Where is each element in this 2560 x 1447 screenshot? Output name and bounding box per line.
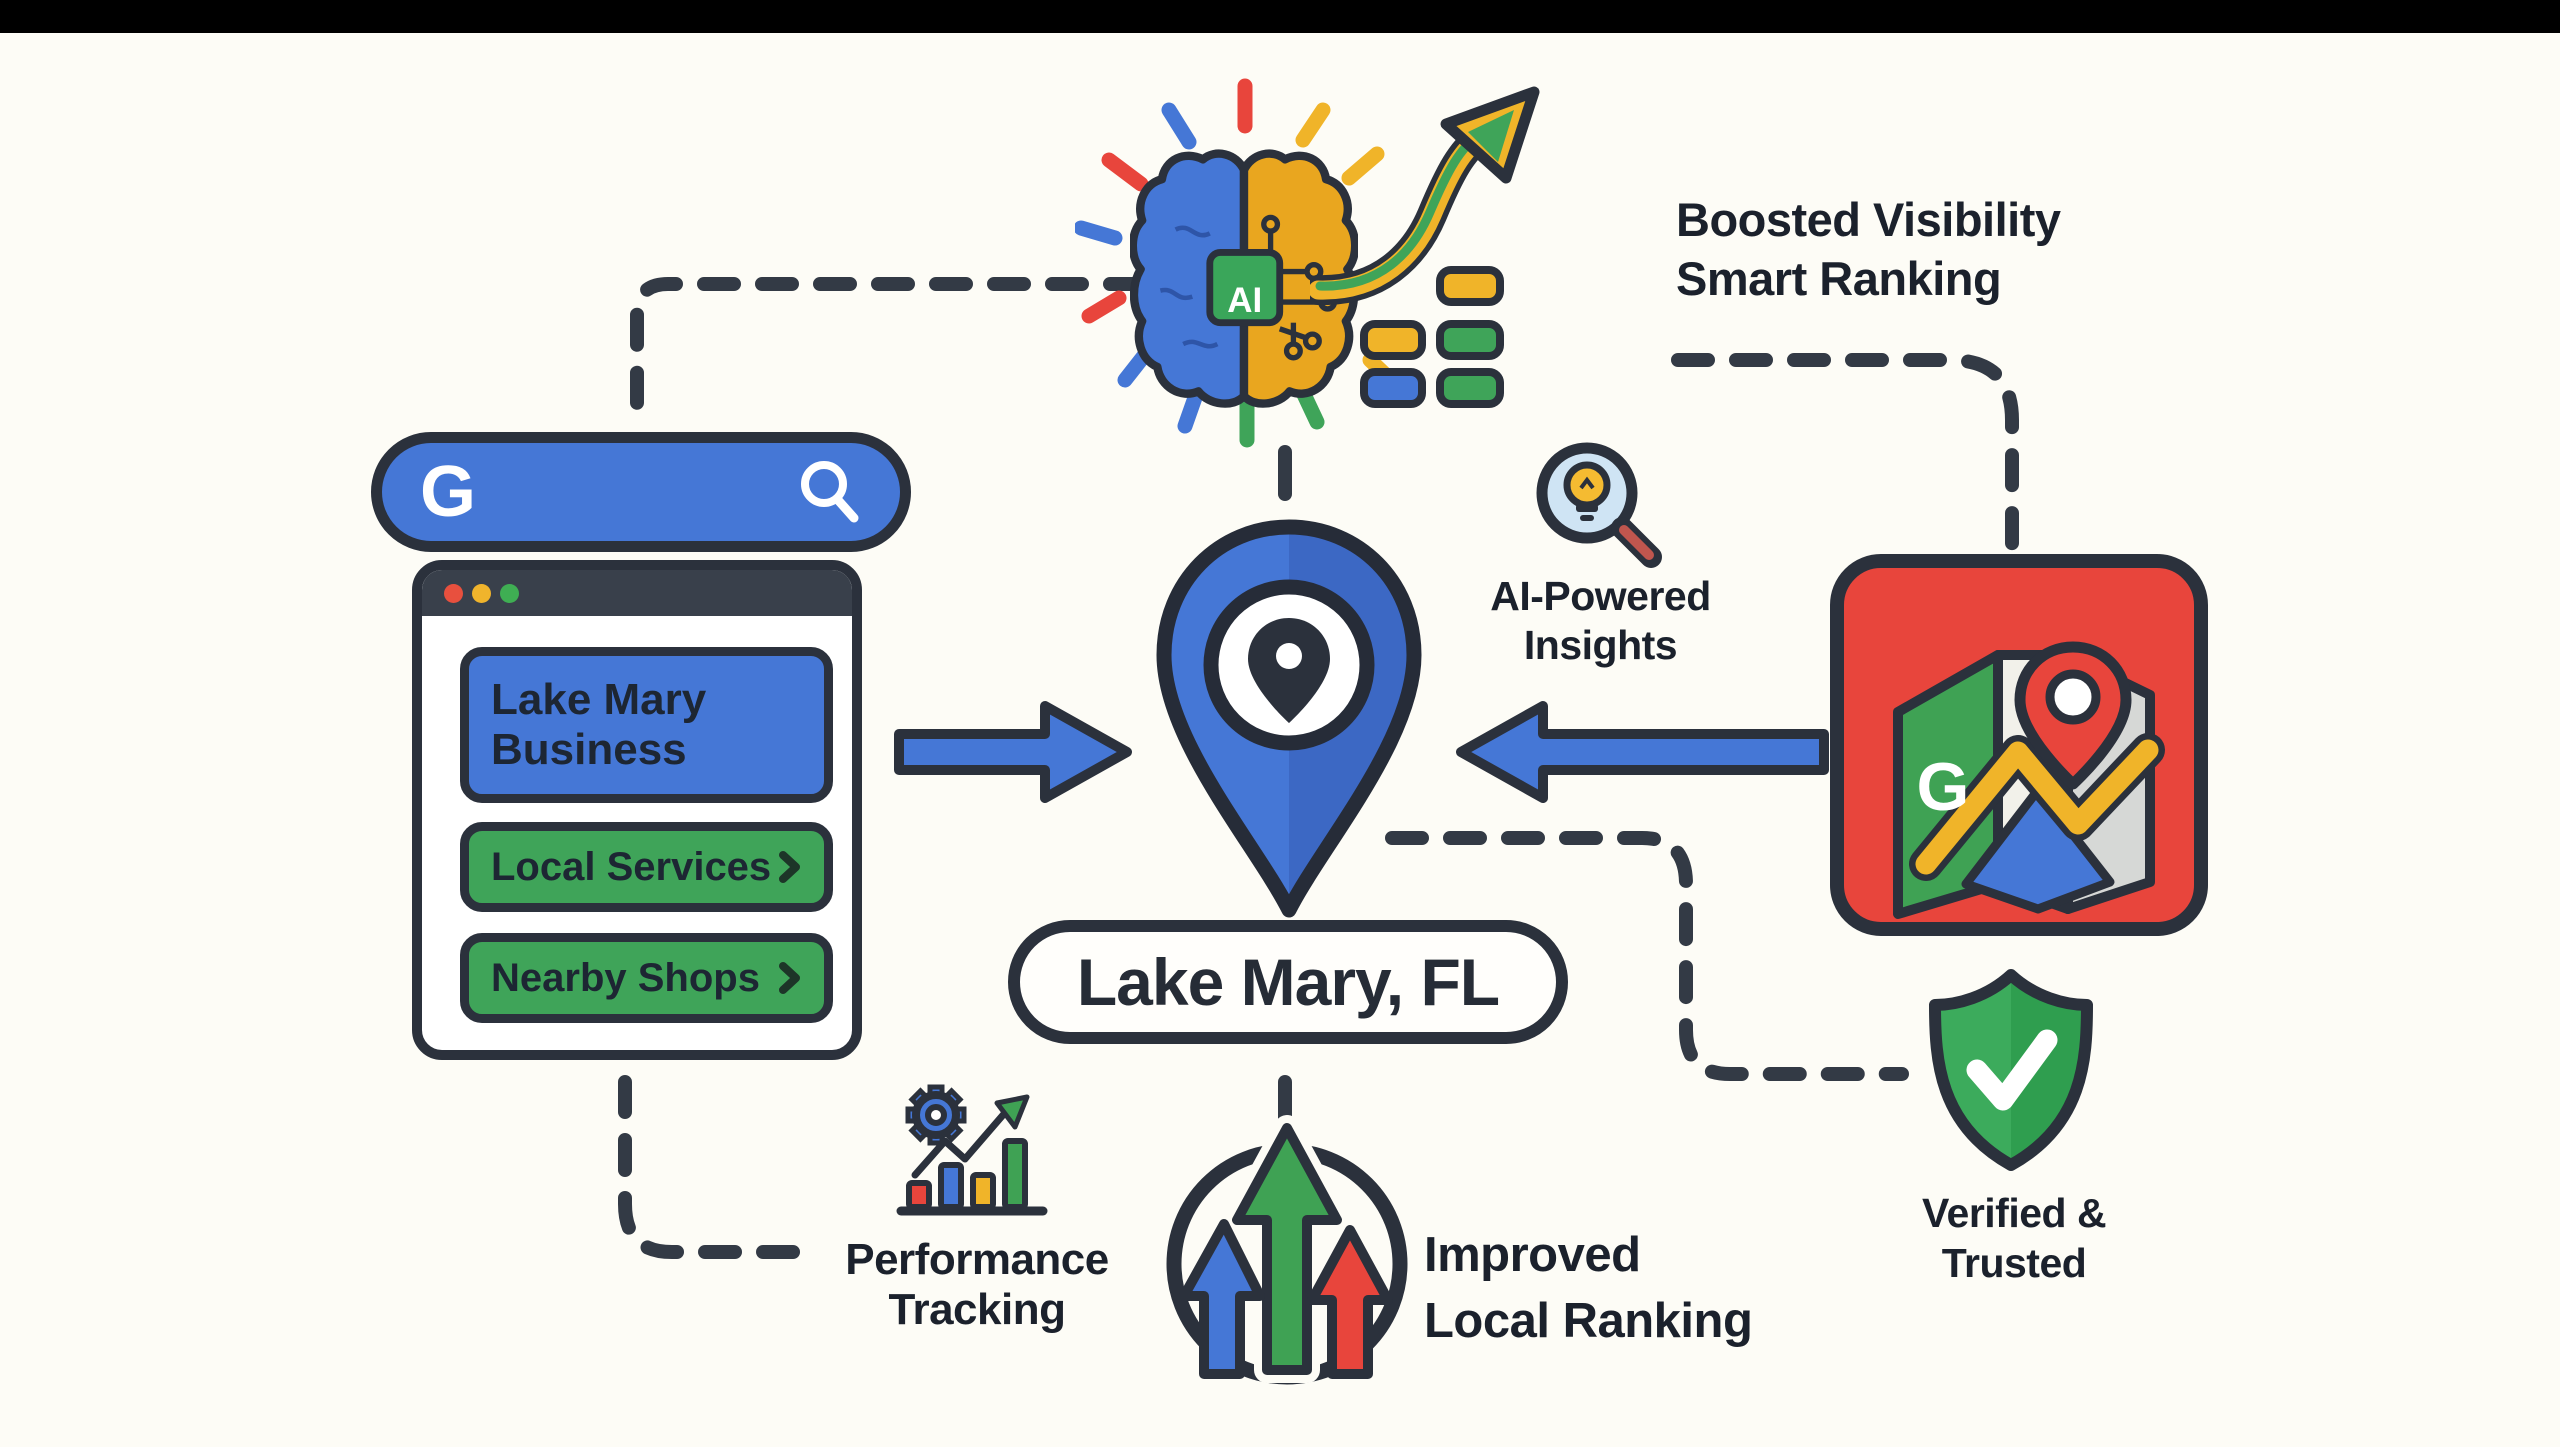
- location-label: Lake Mary, FL: [1076, 945, 1500, 1019]
- arrow-right-icon: [894, 701, 1132, 803]
- growth-arrow-icon: [1310, 86, 1540, 305]
- nearby-shops-button[interactable]: Nearby Shops: [460, 933, 833, 1023]
- services-button-label: Local Services: [491, 844, 772, 889]
- chevron-right-icon: [779, 962, 800, 994]
- local-services-button[interactable]: Local Services: [460, 822, 833, 912]
- google-logo: G: [420, 452, 477, 532]
- browser-window: Lake Mary Business Local Services Nearby…: [412, 560, 862, 1060]
- improved-line2: Local Ranking: [1424, 1294, 1753, 1348]
- ai-brain-icon: AI: [1130, 149, 1358, 408]
- location-pill: Lake Mary, FL: [1008, 920, 1568, 1044]
- maps-g-logo: G: [1917, 749, 1970, 825]
- browser-titlebar: [422, 570, 852, 616]
- letterbox-bar: [0, 0, 2560, 33]
- verified-line1: Verified &: [1921, 1190, 2107, 1236]
- business-button-label: Lake Mary Business: [491, 675, 707, 774]
- google-search-bar[interactable]: G: [371, 432, 911, 552]
- improved-line1: Improved: [1424, 1228, 1641, 1282]
- verified-line2: Trusted: [1941, 1240, 2087, 1286]
- performance-tracking-label: Performance Tracking: [822, 1235, 1132, 1335]
- gear-icon: [905, 1084, 967, 1146]
- minimize-dot-icon: [472, 583, 491, 603]
- boosted-line1: Boosted Visibility: [1676, 193, 2061, 246]
- chevron-right-icon: [779, 851, 800, 883]
- insights-line2: Insights: [1523, 622, 1678, 668]
- boosted-visibility-label: Boosted Visibility Smart Ranking: [1676, 190, 2236, 308]
- verified-trusted-label: Verified & Trusted: [1885, 1188, 2143, 1288]
- ranking-arrows-icon: [1166, 1115, 1408, 1385]
- arrow-left-icon: [1456, 701, 1829, 803]
- performance-line2: Tracking: [888, 1285, 1066, 1334]
- verified-shield-icon: [1929, 969, 2093, 1171]
- improved-ranking-label: Improved Local Ranking: [1424, 1222, 1984, 1354]
- google-maps-icon: G: [1830, 554, 2208, 936]
- search-icon: [801, 461, 859, 523]
- ai-chip-label: AI: [1227, 281, 1262, 320]
- insights-magnifier-icon: [1536, 442, 1662, 568]
- map-pin-icon: [1156, 519, 1422, 918]
- maximize-dot-icon: [500, 583, 519, 603]
- ai-powered-insights-label: AI-Powered Insights: [1448, 572, 1753, 670]
- lake-mary-business-button[interactable]: Lake Mary Business: [460, 647, 833, 803]
- performance-chart-icon: [896, 1084, 1048, 1216]
- close-dot-icon: [444, 583, 463, 603]
- ranking-bars-icon: [1360, 266, 1504, 408]
- shops-button-label: Nearby Shops: [491, 955, 760, 1000]
- boosted-line2: Smart Ranking: [1676, 252, 2002, 305]
- insights-line1: AI-Powered: [1490, 573, 1711, 619]
- performance-line1: Performance: [845, 1235, 1109, 1284]
